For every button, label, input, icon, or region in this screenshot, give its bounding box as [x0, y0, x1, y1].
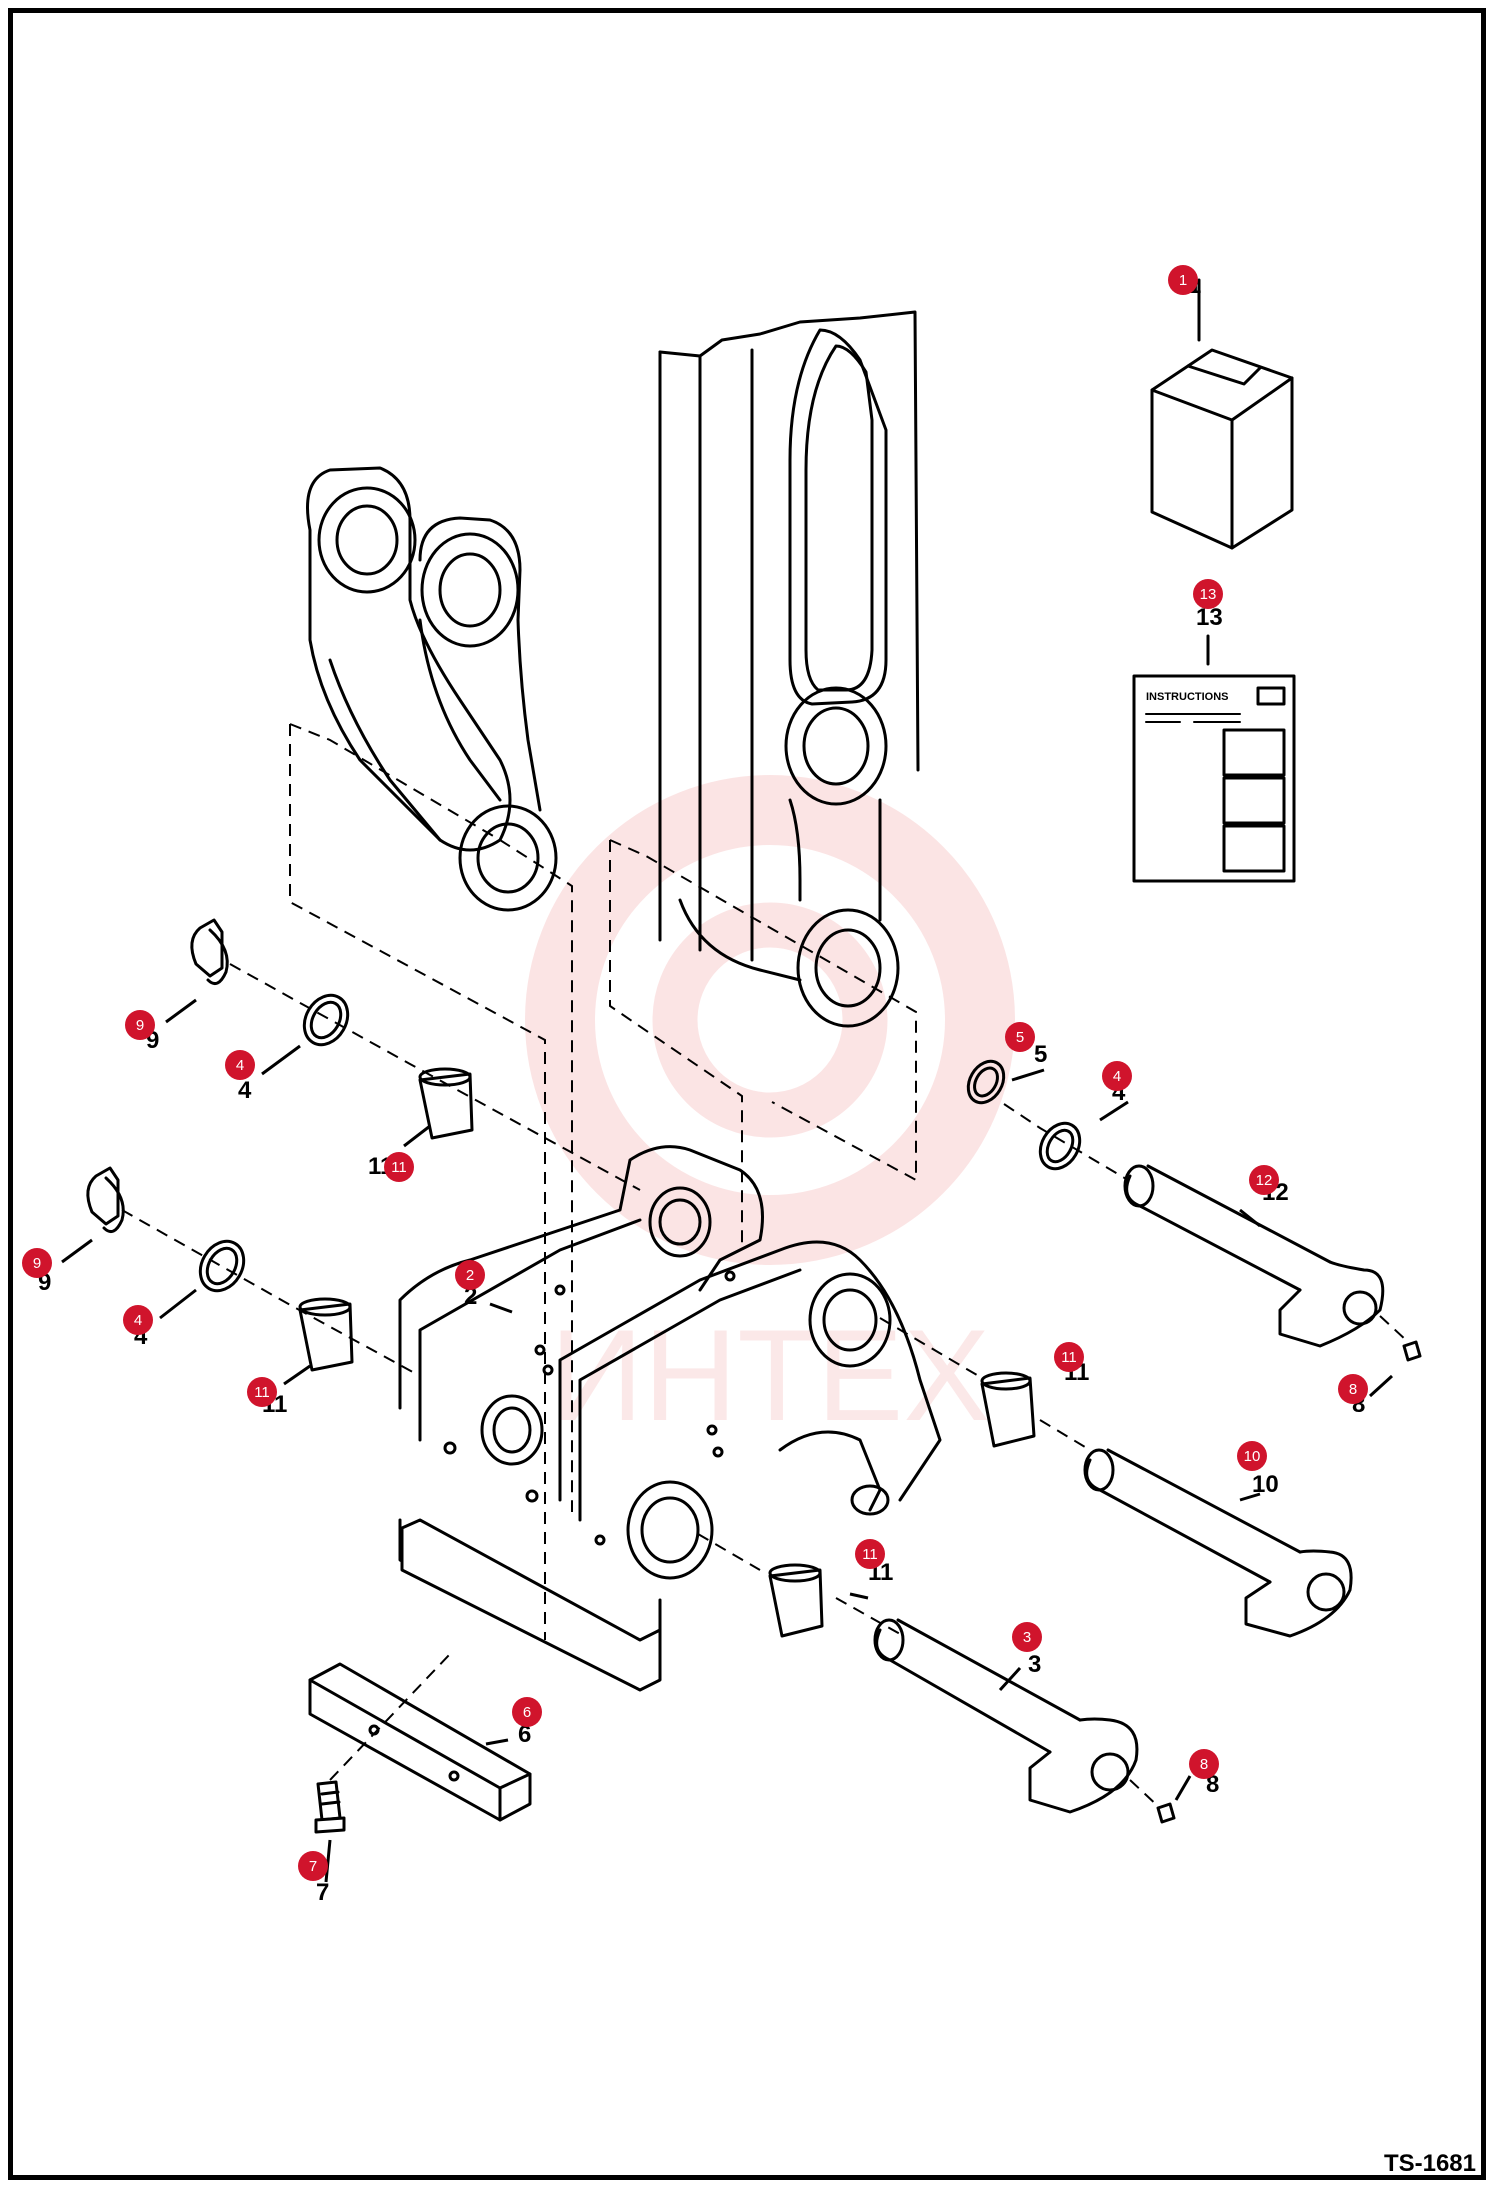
svg-text:11: 11 [391, 1159, 407, 1176]
watermark-logo [525, 775, 1015, 1265]
callout-11-lower[interactable]: 11 [247, 1377, 277, 1407]
callout-4-right[interactable]: 4 [1102, 1061, 1132, 1091]
callout-5[interactable]: 5 [1005, 1022, 1035, 1052]
kit-box-drawing [1150, 278, 1294, 550]
svg-text:3: 3 [1023, 1629, 1031, 1646]
svg-text:9: 9 [136, 1017, 144, 1034]
svg-text:8: 8 [1200, 1756, 1208, 1773]
bolt-drawing [314, 1780, 346, 1834]
linch-pin-drawings [86, 918, 229, 1234]
callout-7[interactable]: 7 [298, 1851, 328, 1881]
printed-label-6: 6 [518, 1721, 531, 1748]
grease-fitting-drawings [1156, 1340, 1422, 1824]
callout-4-lower[interactable]: 4 [123, 1305, 153, 1335]
callout-markers[interactable]: 1 13 9 4 11 9 4 11 2 5 4 12 8 11 10 11 3… [22, 265, 1368, 1881]
printed-label-3: 3 [1028, 1651, 1041, 1678]
svg-text:4: 4 [134, 1312, 142, 1329]
callout-13[interactable]: 13 [1193, 579, 1223, 609]
dipper-arm-drawing [658, 310, 920, 1028]
assembly-lines [121, 723, 1407, 1809]
svg-text:11: 11 [862, 1546, 878, 1563]
pin-lower-drawing [873, 1618, 1139, 1814]
callout-11-right[interactable]: 11 [1054, 1342, 1084, 1372]
callout-6[interactable]: 6 [512, 1697, 542, 1727]
svg-text:11: 11 [1061, 1349, 1077, 1366]
svg-text:4: 4 [1113, 1068, 1121, 1085]
callout-8-lower[interactable]: 8 [1189, 1749, 1219, 1779]
printed-label-10: 10 [1252, 1471, 1279, 1498]
callout-10[interactable]: 10 [1237, 1441, 1267, 1471]
mounting-bracket-drawing [398, 1145, 942, 1692]
printed-label-5: 5 [1034, 1041, 1047, 1068]
callout-9-lower[interactable]: 9 [22, 1248, 52, 1278]
svg-text:1: 1 [1179, 272, 1187, 289]
watermark-text: ИНТЕХ [550, 1302, 990, 1448]
pin-middle-drawing [1083, 1448, 1353, 1638]
pin-upper-drawing [1123, 1164, 1385, 1348]
svg-text:5: 5 [1016, 1029, 1024, 1046]
printed-label-4-upper: 4 [238, 1077, 252, 1104]
drawing-frame [8, 8, 1486, 2180]
callout-8-upper[interactable]: 8 [1338, 1374, 1368, 1404]
mounting-plate-drawing [308, 1662, 532, 1822]
callout-9-upper[interactable]: 9 [125, 1010, 155, 1040]
svg-text:4: 4 [236, 1057, 244, 1074]
svg-text:12: 12 [1256, 1172, 1273, 1189]
svg-text:6: 6 [523, 1704, 531, 1721]
shim-drawings [198, 993, 1082, 1293]
svg-text:8: 8 [1349, 1381, 1357, 1398]
svg-text:7: 7 [309, 1858, 317, 1875]
callout-4-upper[interactable]: 4 [225, 1050, 255, 1080]
svg-text:13: 13 [1200, 586, 1217, 603]
callout-3[interactable]: 3 [1012, 1622, 1042, 1652]
callout-2[interactable]: 2 [455, 1260, 485, 1290]
callout-11-bottom[interactable]: 11 [855, 1539, 885, 1569]
drawing-id-label: TS-1681 [1383, 2150, 1476, 2177]
callout-1[interactable]: 1 [1168, 265, 1198, 295]
instructions-sheet-drawing [1132, 634, 1296, 883]
instructions-header: INSTRUCTIONS [1146, 691, 1229, 703]
svg-text:2: 2 [466, 1267, 474, 1284]
svg-text:10: 10 [1244, 1448, 1261, 1465]
leader-lines [61, 998, 1394, 1883]
svg-text:11: 11 [254, 1384, 270, 1401]
callout-12[interactable]: 12 [1249, 1165, 1279, 1195]
bushing-drawings [298, 1067, 1036, 1638]
callout-11-upper[interactable]: 11 [384, 1152, 414, 1182]
boom-linkage-drawing [306, 466, 558, 912]
printed-label-7: 7 [316, 1879, 329, 1906]
svg-text:9: 9 [33, 1255, 41, 1272]
